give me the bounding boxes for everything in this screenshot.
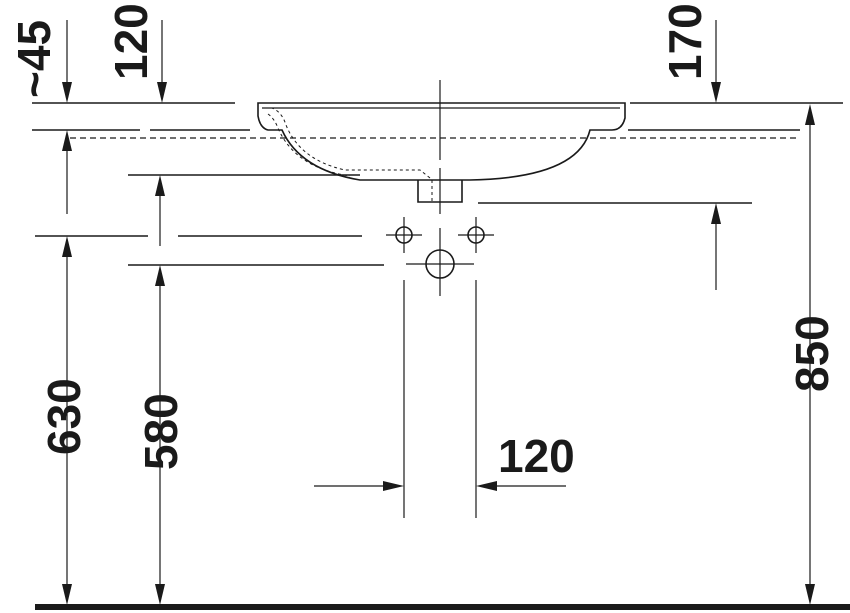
basin-outline xyxy=(257,102,626,181)
label-rim-offset: ~45 xyxy=(8,20,60,98)
dim-580-arrow-bottom xyxy=(155,584,165,605)
label-height-630: 630 xyxy=(38,378,90,455)
dim-580-arrow-top xyxy=(155,175,165,196)
label-rim-right: 170 xyxy=(659,3,711,80)
overflow-channel-inner xyxy=(267,113,351,177)
dim-120-h-right-arrow xyxy=(476,481,497,491)
dim-580-arrow-mid xyxy=(155,265,165,286)
dim-right-small-arrow xyxy=(711,203,721,224)
dim-630-arrow-top xyxy=(62,236,72,257)
label-height-850: 850 xyxy=(786,315,838,392)
dim-120-top-arrow xyxy=(157,82,167,103)
dim-170-arrow xyxy=(711,82,721,103)
label-rim-left: 120 xyxy=(105,3,157,80)
label-drain-width: 120 xyxy=(498,430,575,482)
dim-120-h-left-arrow xyxy=(383,481,404,491)
dim-45-arrow xyxy=(62,82,72,103)
dim-45-lower-arrow xyxy=(62,130,72,151)
dim-850-arrow-top xyxy=(805,104,815,125)
dim-630-arrow-bottom xyxy=(62,584,72,605)
label-height-580: 580 xyxy=(135,393,187,470)
overflow-channel xyxy=(265,107,431,179)
dim-850-arrow-bottom xyxy=(805,584,815,605)
